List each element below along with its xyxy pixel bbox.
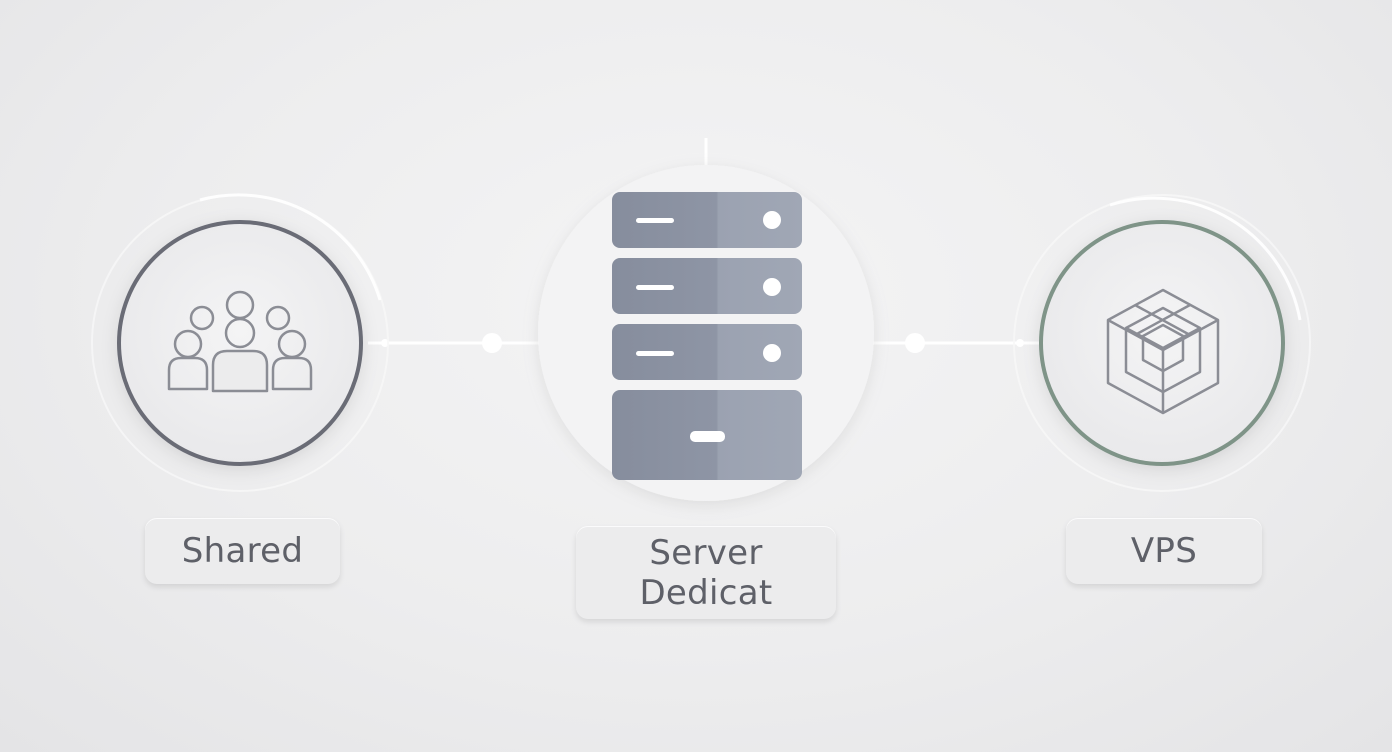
vps-label: VPS	[1066, 518, 1262, 584]
server-unit-3	[612, 324, 802, 380]
connector-left	[368, 333, 545, 353]
dedicated-label: Server Dedicat	[576, 526, 836, 619]
server-unit-2	[612, 258, 802, 314]
shared-label-line-1: Shared	[181, 531, 304, 571]
vps-label-line-1: VPS	[1130, 531, 1198, 571]
shared-label: Shared	[145, 518, 340, 584]
dedicated-label-line-1: Server	[649, 532, 763, 573]
isometric-cube-icon	[1106, 288, 1220, 415]
dedicated-label-line-2: Dedicat	[639, 572, 773, 613]
dedicated-node	[521, 138, 891, 520]
shared-node	[91, 193, 389, 492]
vps-node	[1013, 194, 1311, 492]
server-rack-icon	[612, 192, 802, 480]
server-unit-1	[612, 192, 802, 248]
people-group-icon	[167, 290, 313, 393]
connector-right	[868, 333, 1040, 353]
